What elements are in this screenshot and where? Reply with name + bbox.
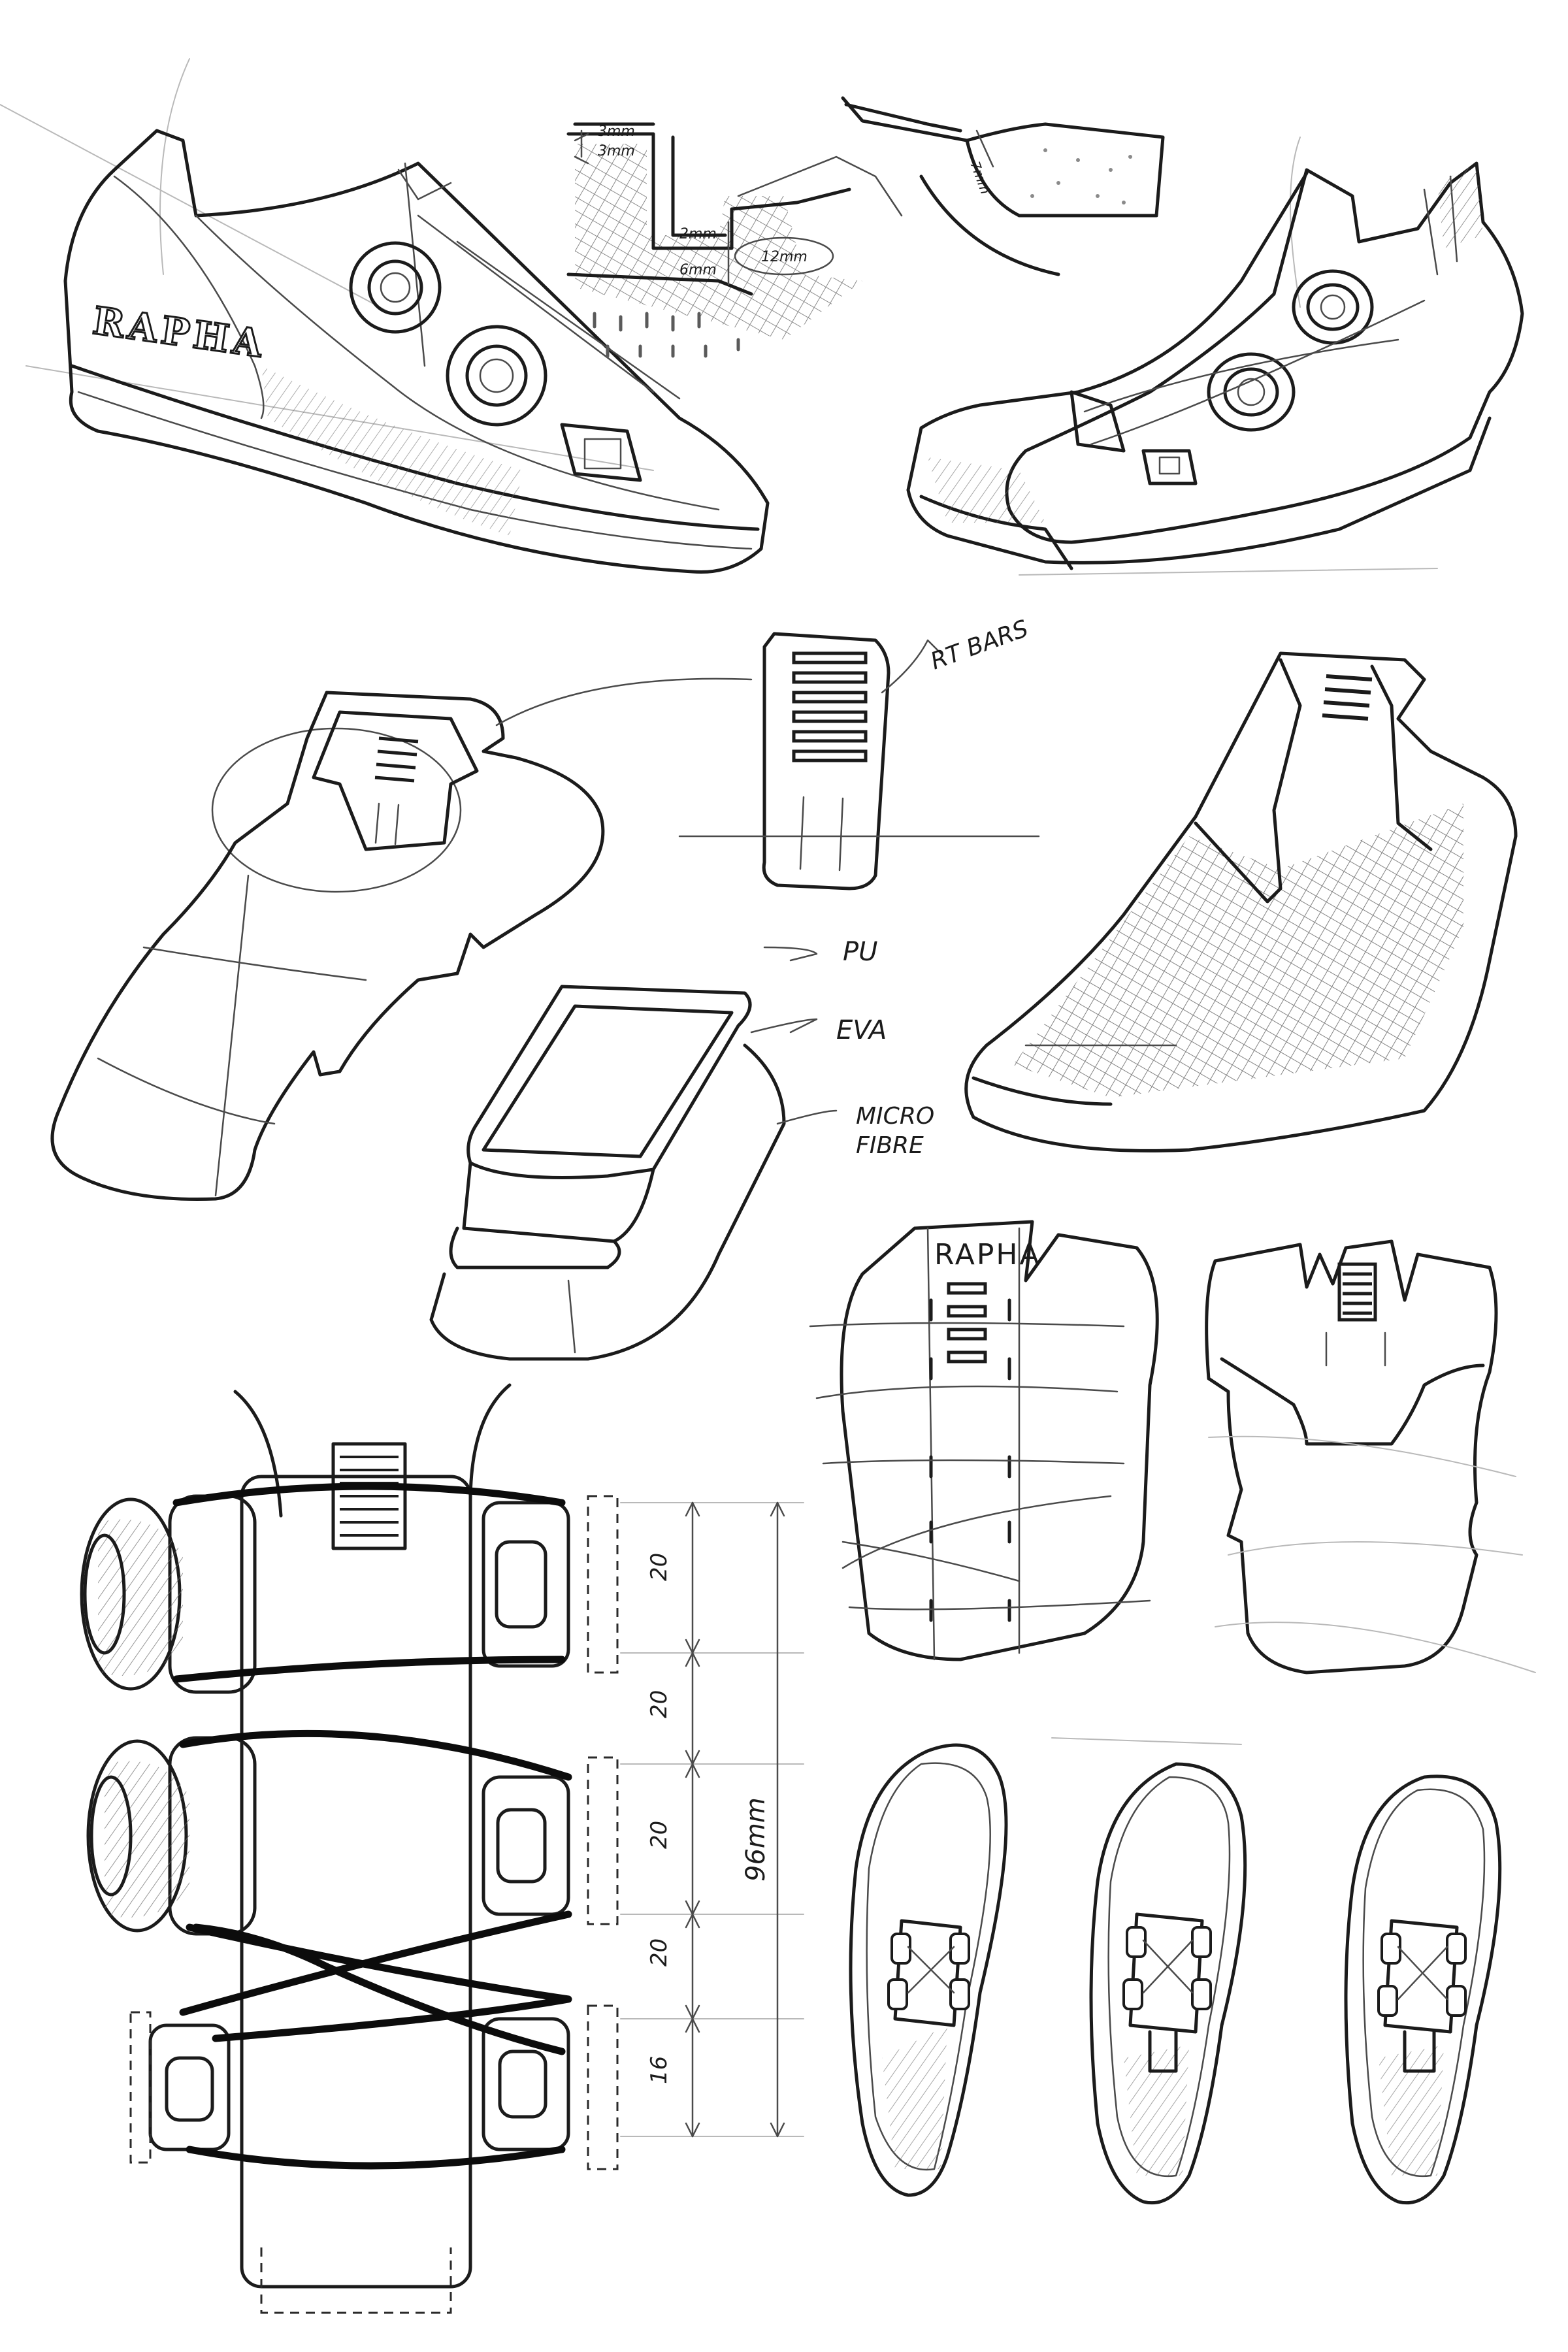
dim-7mm: 7mm: [967, 159, 993, 197]
dim-3mm-b: 3mm: [598, 143, 635, 159]
layered-tongue-sketch: PU EVA MICRO FIBRE: [429, 937, 934, 1361]
shoe-top-view-2: [1051, 1737, 1247, 2205]
rt-bars-label: RT BARS: [927, 615, 1032, 676]
boa-dial-lower: [446, 325, 547, 427]
boa-dial-upper: [349, 241, 442, 334]
lacing-dim-seg-3: 20: [646, 1821, 672, 1849]
tongue-brand-text: RAPHA: [934, 1238, 1041, 1271]
lacing-dim-total: 96mm: [741, 1797, 771, 1882]
dim-3mm-a: 3mm: [598, 123, 635, 140]
lace-guide-right-top: [482, 1495, 619, 1674]
boa-dial-upper-3q: [1292, 269, 1374, 345]
lace-guide-right-bottom: [482, 2004, 619, 2170]
layer-microfibre-label-1: MICRO: [856, 1103, 934, 1130]
dim-6mm: 6mm: [679, 262, 717, 278]
lacing-dial-top: [80, 1494, 257, 1694]
heel-brand-text: RAPHA: [90, 299, 269, 367]
shoe-top-view-3: [1344, 1774, 1502, 2205]
lacing-dim-seg-1: 20: [646, 1553, 672, 1581]
lacing-dial-middle: [86, 1736, 257, 1936]
layer-pu-label: PU: [843, 937, 877, 967]
tongue-edge-detail-sketch: 7mm: [841, 96, 1165, 276]
layer-microfibre-label-2: FIBRE: [856, 1132, 924, 1159]
dim-12mm: 12mm: [761, 249, 808, 265]
lacing-dim-seg-5: 16: [646, 2056, 672, 2084]
tongue-pattern-with-holes-sketch: RAPHA: [809, 1220, 1159, 1661]
shoe-top-view-1: [849, 1743, 1008, 2197]
tongue-pattern-plain-sketch: [1205, 1239, 1536, 1674]
shoe-side-view-sketch: RAPHA: [0, 58, 770, 574]
lace-guide-left-bottom: [129, 2011, 231, 2164]
layer-eva-label: EVA: [836, 1015, 887, 1045]
cross-section-detail-sketch: 3mm 3mm 2mm 6mm 12mm: [566, 122, 903, 358]
lacing-layout-diagram: 20 20 20 20 16 96mm: [80, 1383, 804, 2314]
lacing-dim-seg-2: 20: [646, 1690, 672, 1718]
rt-bars-detail-sketch: RT BARS: [678, 615, 1040, 890]
dim-2mm: 2mm: [679, 226, 717, 242]
lacing-dim-seg-4: 20: [646, 1938, 672, 1967]
insole-3d-view-sketch: [964, 651, 1518, 1152]
shoe-three-quarter-view-sketch: [906, 137, 1524, 576]
insole-top-view-sketch: [50, 678, 753, 1201]
lace-guide-right-middle: [482, 1756, 619, 1925]
